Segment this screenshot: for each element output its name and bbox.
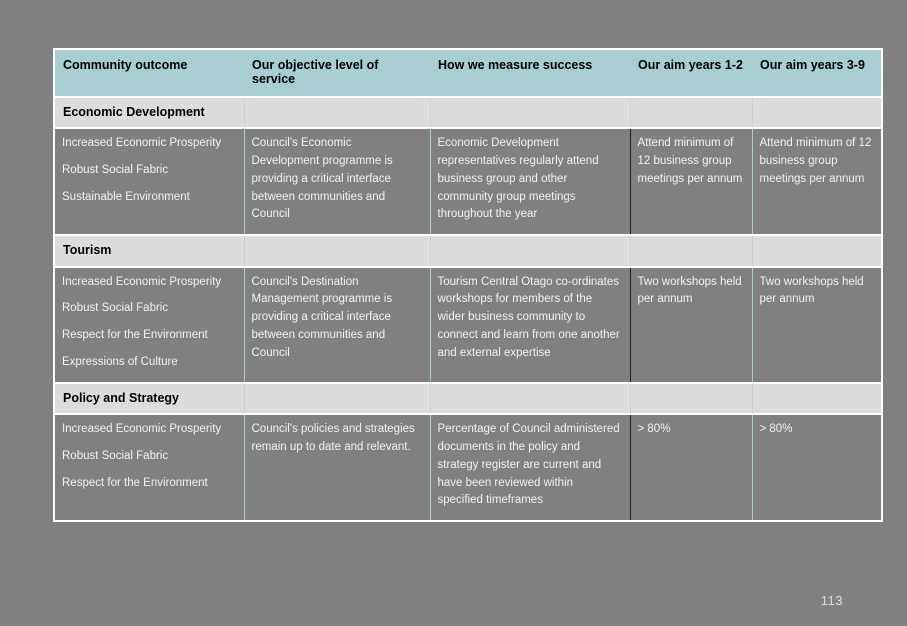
objective-text: Council's Destination Management program… [251,275,393,359]
section-filler-cell [243,381,430,416]
section-filler-cell [751,95,883,130]
section-filler-cell [629,234,752,268]
cell-objective-level-of-service: Council's Destination Management program… [243,266,430,383]
section-filler-cell [629,381,752,416]
column-header-our-aim-years-1-2: Our aim years 1-2 [630,48,752,97]
section-title: Economic Development [53,95,244,130]
cell-how-we-measure-success: Percentage of Council administered docum… [429,414,630,523]
aim-text: Two workshops held per annum [637,275,742,306]
cell-how-we-measure-success: Tourism Central Otago co-ordinates works… [429,266,630,383]
outcome-item: Expressions of Culture [62,356,178,368]
table-header-row: Community outcome Our objective level of… [53,48,883,97]
measure-text: Percentage of Council administered docum… [437,423,620,507]
cell-community-outcomes: Increased Economic Prosperity Robust Soc… [53,128,244,236]
column-header-how-we-measure-success: How we measure success [430,48,630,97]
levels-of-service-table: Community outcome Our objective level of… [53,48,883,523]
section-header-row-tourism: Tourism [53,234,883,268]
column-header-objective-level-of-service: Our objective level of service [244,48,430,97]
objective-text: Council's Economic Development programme… [251,137,393,221]
cell-community-outcomes: Increased Economic Prosperity Robust Soc… [53,414,244,523]
section-header-row-policy-and-strategy: Policy and Strategy [53,381,883,416]
outcome-item: Increased Economic Prosperity [62,423,222,436]
objective-text: Council's policies and strategies remain… [251,423,415,453]
outcome-item: Sustainable Environment [62,190,190,203]
section-title: Policy and Strategy [53,381,244,416]
cell-objective-level-of-service: Council's policies and strategies remain… [243,414,430,523]
outcome-item: Robust Social Fabric [62,450,169,462]
aim-text: Attend minimum of 12 business group meet… [759,137,872,185]
table-row: Increased Economic Prosperity Robust Soc… [53,128,883,236]
table-body: Community outcome Our objective level of… [53,48,883,523]
cell-aim-years-1-2: Two workshops held per annum [629,266,752,383]
cell-aim-years-1-2: Attend minimum of 12 business group meet… [629,128,752,236]
outcome-item: Robust Social Fabric [62,163,169,176]
column-header-our-aim-years-3-9: Our aim years 3-9 [752,48,883,97]
aim-text: > 80% [637,423,671,436]
cell-community-outcomes: Increased Economic Prosperity Robust Soc… [53,266,244,383]
section-filler-cell [243,95,430,130]
outcome-item: Increased Economic Prosperity [62,137,222,150]
section-header-row-economic-development: Economic Development [53,95,883,130]
measure-text: Tourism Central Otago co-ordinates works… [437,275,620,359]
aim-text: Attend minimum of 12 business group meet… [637,137,743,185]
cell-aim-years-3-9: > 80% [751,414,883,523]
cell-objective-level-of-service: Council's Economic Development programme… [243,128,430,236]
section-filler-cell [429,234,630,268]
section-title: Tourism [53,234,244,268]
table: Community outcome Our objective level of… [53,48,883,523]
aim-text: Two workshops held per annum [759,275,864,306]
aim-text: > 80% [759,423,793,436]
cell-how-we-measure-success: Economic Development representatives reg… [429,128,630,236]
section-filler-cell [429,95,630,130]
page-number: 113 [820,593,843,608]
cell-aim-years-3-9: Attend minimum of 12 business group meet… [751,128,883,236]
measure-text: Economic Development representatives reg… [437,137,599,221]
section-filler-cell [751,381,883,416]
section-filler-cell [429,381,630,416]
table-row: Increased Economic Prosperity Robust Soc… [53,414,883,523]
cell-aim-years-1-2: > 80% [629,414,752,523]
outcome-item: Increased Economic Prosperity [62,275,222,288]
section-filler-cell [629,95,752,130]
outcome-item: Respect for the Environment [62,329,208,342]
section-filler-cell [243,234,430,268]
column-header-community-outcome: Community outcome [53,48,244,97]
table-row: Increased Economic Prosperity Robust Soc… [53,266,883,383]
outcome-item: Respect for the Environment [62,476,208,489]
section-filler-cell [751,234,883,268]
outcome-item: Robust Social Fabric [62,302,169,315]
cell-aim-years-3-9: Two workshops held per annum [751,266,883,383]
